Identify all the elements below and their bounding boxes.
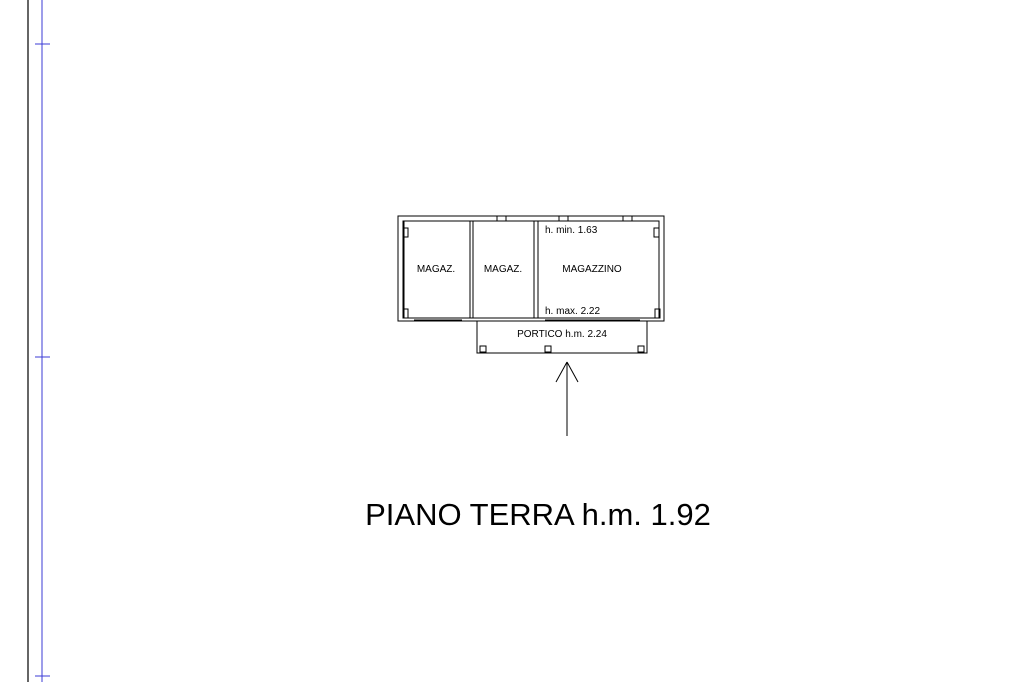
portico-label: PORTICO h.m. 2.24	[517, 329, 607, 340]
room-label-magaz-1: MAGAZ.	[417, 264, 455, 275]
height-min-label: h. min. 1.63	[545, 225, 598, 236]
drawing-title: PIANO TERRA h.m. 1.92	[365, 497, 711, 532]
floor-plan	[397, 215, 665, 436]
portico	[476, 320, 648, 354]
sheet-border	[27, 0, 50, 682]
height-max-label: h. max. 2.22	[545, 306, 600, 317]
room-label-magazzino: MAGAZZINO	[562, 264, 622, 275]
room-label-magaz-2: MAGAZ.	[484, 264, 522, 275]
